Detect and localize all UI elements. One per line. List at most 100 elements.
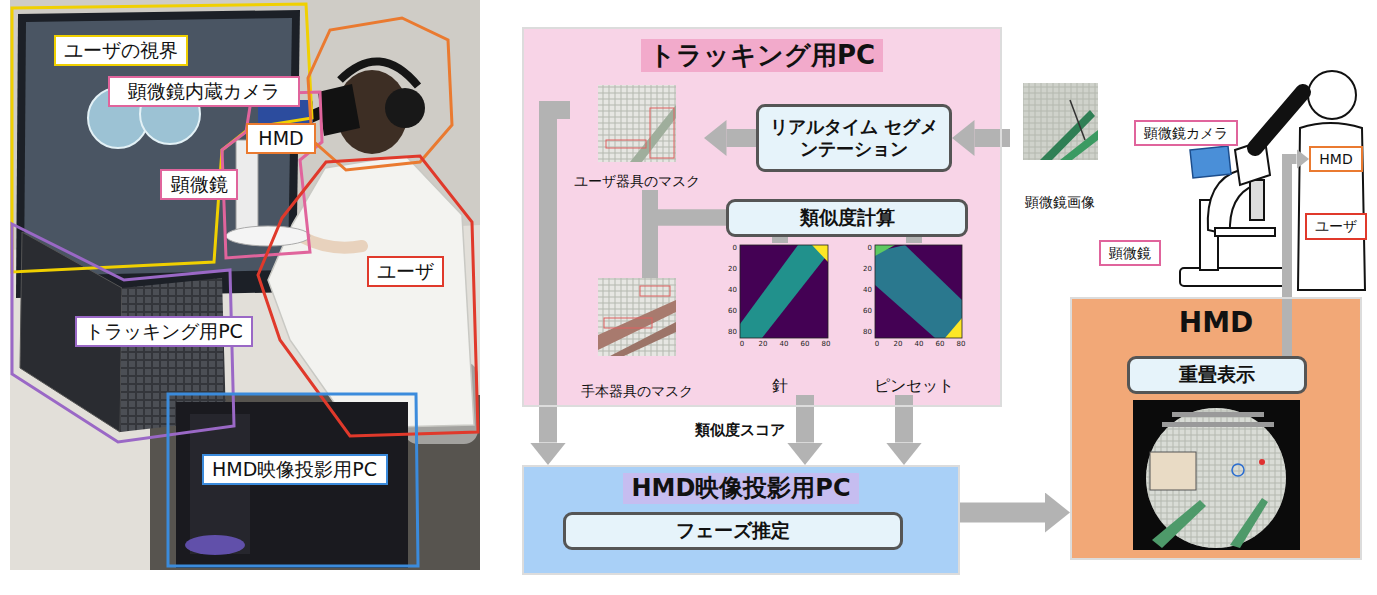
callout-text: 顕微鏡: [171, 173, 228, 196]
microscope-eyepiece: [1255, 92, 1303, 148]
microscope-image: [1023, 83, 1098, 160]
headphone: [385, 88, 425, 128]
edge-label: 類似度スコア: [692, 420, 788, 441]
plot-ground: [740, 245, 828, 338]
mask-ground: [598, 85, 676, 162]
process-label: リアルタイム セグメンテーション: [767, 116, 941, 161]
plot-region: [812, 245, 828, 262]
view-inset: [1150, 452, 1196, 490]
axis-tick: 20: [894, 341, 903, 348]
callout-text: HMD映像投影用PC: [212, 458, 377, 481]
panel-fill: [1070, 297, 1362, 560]
flow-arrow: [650, 218, 726, 279]
flow-arrow: [796, 395, 814, 443]
mask-box: [606, 140, 646, 148]
user-microscope-figure: [1180, 71, 1365, 290]
callout-text: 顕微鏡: [1109, 245, 1151, 262]
plot-ground: [875, 245, 962, 338]
axis-tick: 0: [868, 245, 872, 252]
process-box: 類似度計算: [726, 199, 968, 237]
axis-tick: 40: [863, 287, 872, 294]
hmd-band: [340, 61, 418, 86]
image-caption: ピンセット: [874, 376, 954, 395]
microscope-stage: [226, 226, 310, 246]
pc-tower: [176, 402, 408, 568]
callout-tag: 顕微鏡内蔵カメラ: [108, 76, 300, 107]
plot-frame: [740, 245, 828, 338]
process-label: 重畳表示: [1179, 363, 1255, 387]
callout-tag: ユーザ: [1305, 213, 1367, 240]
flow-arrow: [906, 237, 922, 244]
process-label: 類似度計算: [800, 206, 895, 230]
axis-tick: 20: [759, 341, 768, 348]
view-text-bar: [1172, 412, 1264, 417]
process-box: 重畳表示: [1127, 356, 1307, 394]
flow-arrow: [727, 129, 757, 147]
axis-tick: 40: [915, 341, 924, 348]
image-panel: 顕微鏡画像: [1010, 83, 1110, 211]
callout-text: HMD: [258, 127, 303, 150]
tweezers-plot: [875, 245, 962, 338]
needle: [1070, 100, 1085, 140]
panel-title: トラッキング用PC: [641, 39, 883, 72]
photo-wall: [10, 0, 480, 570]
axis-tick: 60: [863, 308, 872, 315]
callout-tag: HMD映像投影用PC: [202, 454, 388, 485]
teacher-mask-image: [598, 278, 676, 356]
callout-text: ユーザの視界: [64, 39, 178, 62]
image-caption: 手本器具のマスク: [581, 383, 693, 400]
image-ground: [1023, 83, 1098, 160]
mask-texture: [598, 278, 676, 356]
plot-region: [740, 245, 828, 338]
image-caption: 針: [772, 376, 788, 395]
mask-texture: [598, 85, 676, 162]
pc-glow: [185, 535, 245, 555]
axis-tick: 60: [801, 341, 810, 348]
lab-photo: [10, 0, 480, 570]
panel-title: HMD映像投影用PC: [623, 473, 858, 504]
callout-tag: HMD: [246, 123, 316, 154]
axis-tick: 60: [936, 341, 945, 348]
image-panel: 手本器具のマスク: [571, 278, 703, 400]
user-head: [1308, 71, 1356, 119]
panel-fill: [522, 465, 960, 575]
needle-plot: [740, 245, 828, 338]
panel-title: HMD: [1171, 305, 1262, 341]
callout-tag: 顕微鏡カメラ: [1134, 120, 1238, 146]
process-label: フェーズ推定: [676, 519, 790, 543]
panel-fill: [522, 27, 1002, 407]
flow-arrow: [548, 110, 570, 443]
callout-tag: ユーザ: [367, 256, 444, 287]
axis-tick: 0: [740, 341, 744, 348]
flow-arrow: [1287, 159, 1297, 356]
flow-arrow: [772, 237, 788, 244]
system-panel: HMD 重畳表示: [1070, 297, 1362, 560]
microscope-pillar: [236, 140, 258, 240]
view-tool: [1152, 500, 1206, 548]
callout-text: トラッキング用PC: [85, 320, 243, 343]
tool-mask: [630, 105, 676, 162]
process-box: リアルタイム セグメンテーション: [756, 104, 952, 172]
callout-text: HMD: [1319, 151, 1352, 168]
image-texture: [1023, 83, 1098, 160]
plot-region: [875, 245, 895, 256]
tool: [1060, 130, 1098, 160]
callout-text: 顕微鏡カメラ: [1144, 125, 1228, 142]
mask-ground: [598, 278, 676, 356]
callout-tag: ユーザの視界: [54, 35, 188, 66]
view-ground: [1133, 400, 1300, 550]
view-text-bar: [1162, 422, 1274, 427]
panel-fills: [522, 27, 1362, 575]
plot-region: [945, 318, 962, 338]
microscope-camera: [1190, 146, 1231, 178]
tool-mask: [610, 322, 676, 356]
image-panel: ピンセット: [860, 243, 968, 395]
mask-box: [650, 108, 674, 158]
microscope-objective: [1250, 180, 1264, 220]
view-circle: [1146, 408, 1286, 548]
plot-region: [875, 245, 962, 338]
callout-text: 顕微鏡内蔵カメラ: [128, 80, 280, 103]
mask-box: [604, 318, 652, 328]
callout-tag: 顕微鏡: [1099, 240, 1161, 266]
